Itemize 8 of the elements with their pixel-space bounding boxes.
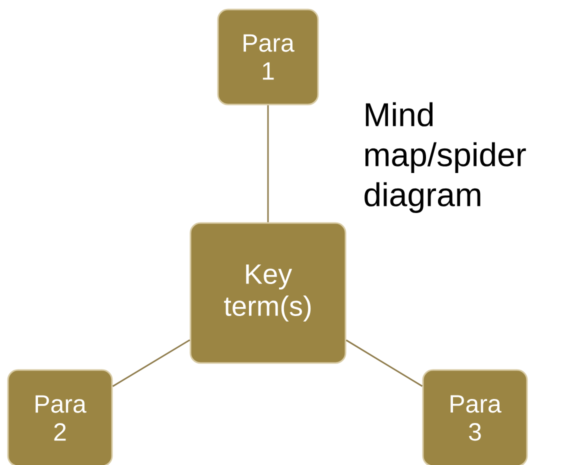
connector-line xyxy=(267,105,269,222)
process-box: Key term(s) xyxy=(190,222,346,364)
process-box: Para 2 xyxy=(7,369,113,465)
title-text: Mind map/spider diagram xyxy=(364,102,526,213)
connector-line xyxy=(346,340,423,387)
connector-line xyxy=(112,339,190,387)
process-box: Para 3 xyxy=(422,369,528,465)
process-box: Para 1 xyxy=(217,8,319,106)
